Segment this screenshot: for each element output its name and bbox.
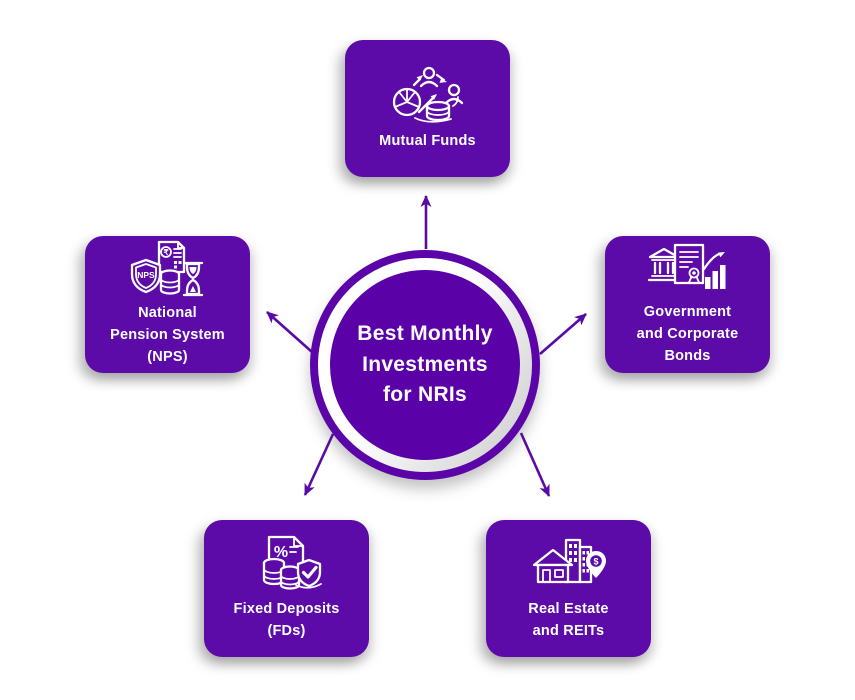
national-pension-system-icon: ₹ N	[129, 240, 207, 298]
rupee-symbol: ₹	[163, 248, 168, 257]
node-fixed-deposits: % Fixed Deposits (FDs)	[204, 520, 369, 657]
node-real-estate-reits: $ Real Estate and REITs	[486, 520, 651, 657]
arrow-to-fixed-deposits	[303, 433, 335, 496]
center-circle: Best Monthly Investments for NRIs	[310, 250, 540, 480]
node-label: Government and Corporate Bonds	[636, 304, 739, 364]
node-label: Mutual Funds	[379, 133, 476, 150]
arrow-to-real-estate	[519, 432, 551, 497]
node-label: Real Estate and REITs	[528, 601, 609, 639]
government-corporate-bonds-icon	[647, 241, 729, 297]
real-estate-reits-icon: $	[528, 534, 610, 594]
nps-shield-text: NPS	[137, 270, 155, 280]
node-label: National Pension System (NPS)	[110, 305, 225, 365]
center-circle-ring: Best Monthly Investments for NRIs	[318, 258, 532, 472]
center-title: Best Monthly Investments for NRIs	[357, 322, 493, 407]
node-mutual-funds: Mutual Funds	[345, 40, 510, 177]
arrow-to-bonds	[539, 313, 587, 355]
percent-symbol: %	[273, 544, 287, 561]
node-government-corporate-bonds: Government and Corporate Bonds	[605, 236, 770, 373]
arrow-to-nps	[266, 311, 313, 353]
node-label: Fixed Deposits (FDs)	[233, 601, 340, 639]
dollar-symbol: $	[593, 557, 598, 567]
mutual-funds-icon	[387, 64, 469, 126]
fixed-deposits-icon: %	[247, 534, 327, 594]
center-circle-inner: Best Monthly Investments for NRIs	[330, 270, 520, 460]
node-national-pension-system: ₹ N	[85, 236, 250, 373]
